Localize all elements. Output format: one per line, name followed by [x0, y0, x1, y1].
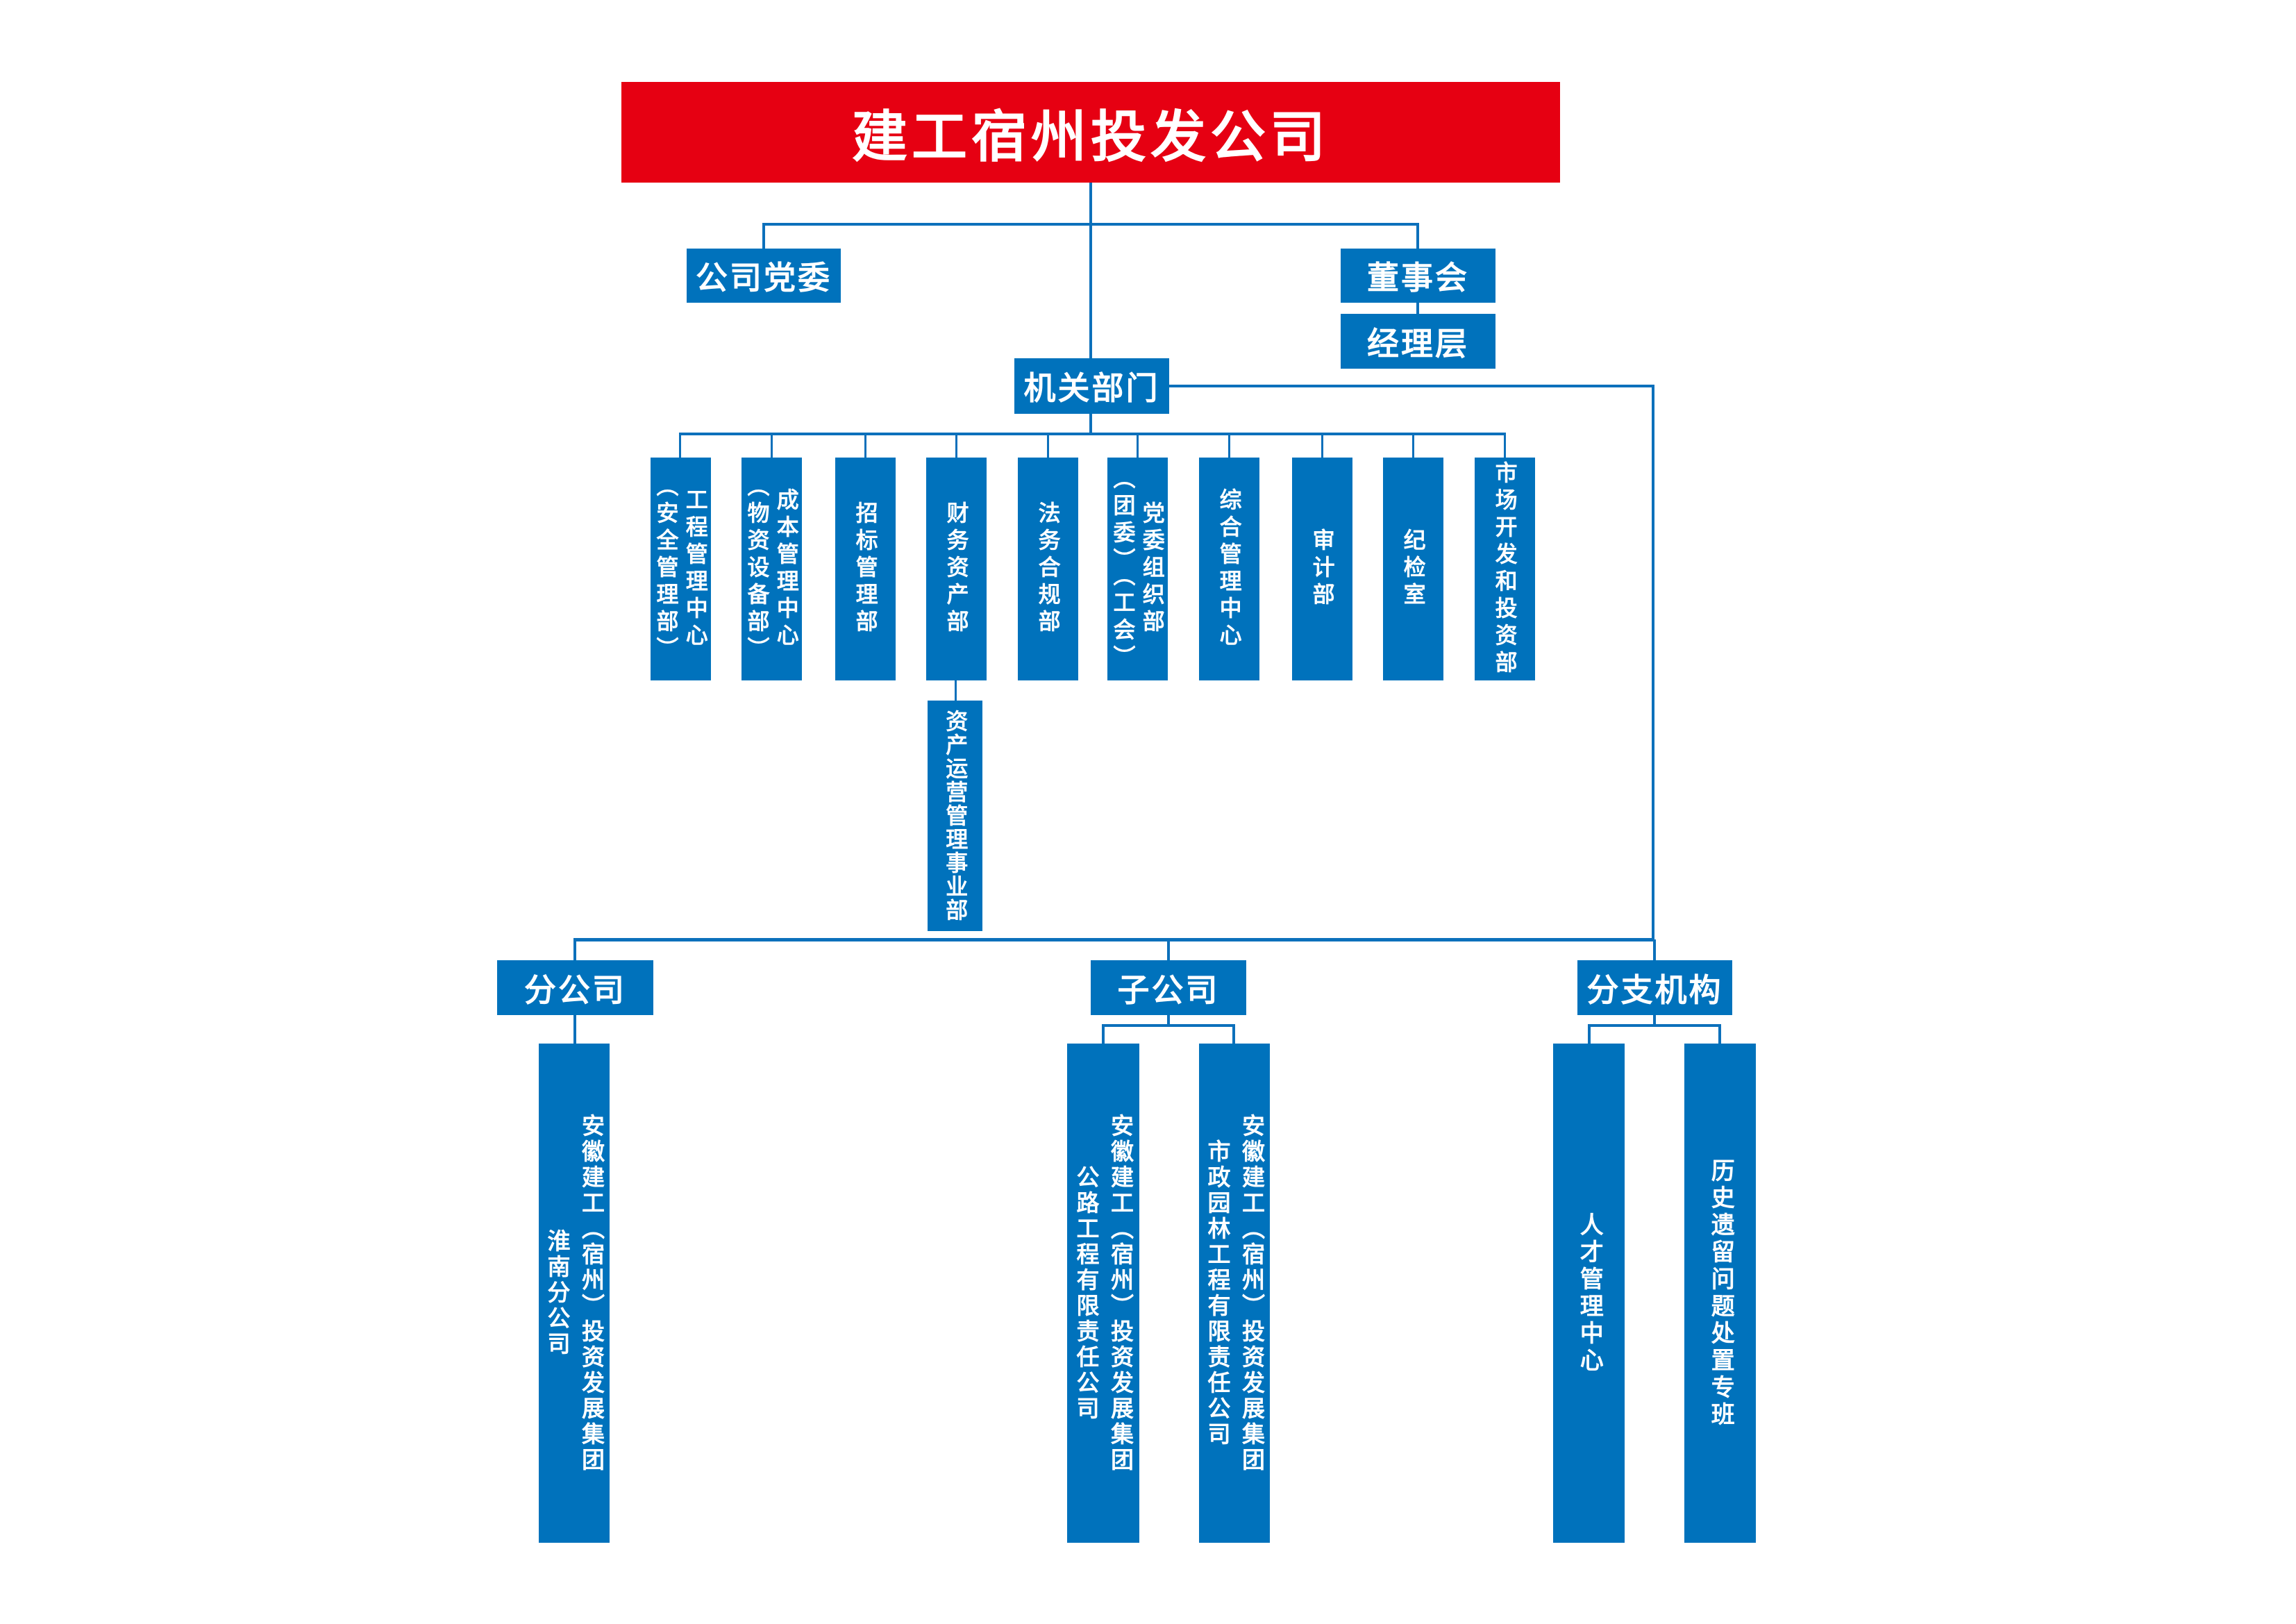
asset-division-label: 资产运营管理事业部	[943, 710, 969, 922]
connector-dept-stub	[1504, 433, 1506, 458]
connector-branch-child	[573, 1015, 576, 1044]
dept-finance-assets: 财务资产部	[926, 458, 987, 680]
branch-institutions-label: 分支机构	[1586, 971, 1723, 1008]
dept-label: 工程管理中心 （安全管理部）	[653, 474, 708, 664]
company-label: 安徽建工（宿州）投资发展集团 淮南分公司	[544, 1113, 605, 1473]
connector-subsidiary-child-stub	[1102, 1024, 1105, 1044]
connector-dept-stub	[1047, 433, 1049, 458]
company-label: 安徽建工（宿州）投资发展集团 公路工程有限责任公司	[1073, 1113, 1134, 1473]
connector-board-management	[1416, 303, 1419, 314]
dept-cost-management-center: 成本管理中心 （物资设备部）	[741, 458, 802, 680]
node-party-committee: 公司党委	[687, 249, 841, 303]
company-label: 安徽建工（宿州）投资发展集团 市政园林工程有限责任公司	[1205, 1113, 1265, 1473]
dept-discipline-inspection: 纪检室	[1383, 458, 1443, 680]
dept-bidding-management: 招标管理部	[835, 458, 896, 680]
connector-bottom-horizontal	[573, 938, 1654, 941]
connector-dept-stub	[955, 433, 957, 458]
connector-subsidiary-stub	[1167, 939, 1170, 960]
connector-subsidiary-child-stub	[1232, 1024, 1235, 1044]
node-management-layer: 经理层	[1341, 314, 1495, 369]
connector-dept-stub	[679, 433, 681, 458]
node-branch-companies: 分公司	[497, 960, 653, 1015]
connector-institution-child-stub	[1588, 1024, 1591, 1044]
company-huainan-branch: 安徽建工（宿州）投资发展集团 淮南分公司	[539, 1044, 610, 1543]
connector-institution-stub	[1653, 939, 1656, 960]
team-legacy-issues-disposal: 历史遗留问题处置专班	[1684, 1044, 1756, 1543]
node-board-of-directors: 董事会	[1341, 249, 1495, 303]
dept-label: 综合管理中心	[1216, 487, 1242, 651]
connector-board-stub	[1416, 223, 1419, 249]
connector-party-stub	[762, 223, 765, 249]
dept-label: 市场开发和投资部	[1492, 460, 1518, 678]
dept-label: 党委组织部 （团委）（工会）	[1110, 466, 1165, 672]
connector-dept-horizontal	[679, 433, 1506, 435]
node-hq-departments: 机关部门	[1014, 358, 1169, 414]
connector-root-drop	[1089, 183, 1092, 360]
team-label: 历史遗留问题处置专班	[1707, 1157, 1734, 1429]
management-label: 经理层	[1367, 325, 1469, 362]
dept-label: 法务合规部	[1035, 501, 1061, 637]
center-label: 人才管理中心	[1576, 1212, 1603, 1375]
connector-level2-horizontal	[762, 223, 1419, 226]
party-committee-label: 公司党委	[696, 260, 832, 296]
dept-label: 招标管理部	[853, 501, 878, 637]
node-branch-institutions: 分支机构	[1577, 960, 1732, 1015]
connector-dept-stub	[1412, 433, 1414, 458]
node-subsidiaries: 子公司	[1091, 960, 1246, 1015]
node-asset-operations-division: 资产运营管理事业部	[928, 701, 982, 931]
connector-institution-child-stub	[1718, 1024, 1721, 1044]
dept-engineering-management-center: 工程管理中心 （安全管理部）	[651, 458, 711, 680]
connector-finance-asset	[955, 680, 957, 701]
board-label: 董事会	[1367, 260, 1469, 296]
connector-hq-right-branch	[1169, 385, 1654, 387]
connector-subsidiary-horizontal	[1102, 1024, 1235, 1027]
connector-subsidiary-drop	[1167, 1015, 1170, 1026]
connector-dept-stub	[1137, 433, 1139, 458]
dept-label: 财务资产部	[944, 501, 969, 637]
connector-dept-stub	[1321, 433, 1323, 458]
hq-label: 机关部门	[1023, 370, 1160, 406]
connector-institution-drop	[1653, 1015, 1656, 1026]
company-municipal-garden-engineering: 安徽建工（宿州）投资发展集团 市政园林工程有限责任公司	[1199, 1044, 1270, 1543]
dept-legal-compliance: 法务合规部	[1018, 458, 1078, 680]
company-title: 建工宿州投发公司	[852, 106, 1330, 168]
dept-market-development-investment: 市场开发和投资部	[1475, 458, 1535, 680]
connector-branch-stub	[573, 939, 576, 960]
root-node-company: 建工宿州投发公司	[621, 82, 1560, 183]
connector-dept-stub	[771, 433, 773, 458]
dept-audit: 审计部	[1292, 458, 1352, 680]
company-highway-engineering: 安徽建工（宿州）投资发展集团 公路工程有限责任公司	[1067, 1044, 1139, 1543]
dept-party-organization: 党委组织部 （团委）（工会）	[1107, 458, 1168, 680]
connector-institution-horizontal	[1588, 1024, 1721, 1027]
subsidiaries-label: 子公司	[1117, 971, 1220, 1008]
branch-companies-label: 分公司	[524, 971, 626, 1008]
connector-dept-stub	[864, 433, 866, 458]
connector-right-drop	[1652, 385, 1654, 941]
connector-hq-stub	[1089, 414, 1092, 433]
dept-label: 审计部	[1309, 528, 1335, 610]
dept-label: 成本管理中心 （物资设备部）	[744, 474, 799, 664]
connector-dept-stub	[1228, 433, 1230, 458]
center-talent-management: 人才管理中心	[1553, 1044, 1625, 1543]
dept-general-management-center: 综合管理中心	[1199, 458, 1259, 680]
dept-label: 纪检室	[1400, 528, 1426, 610]
